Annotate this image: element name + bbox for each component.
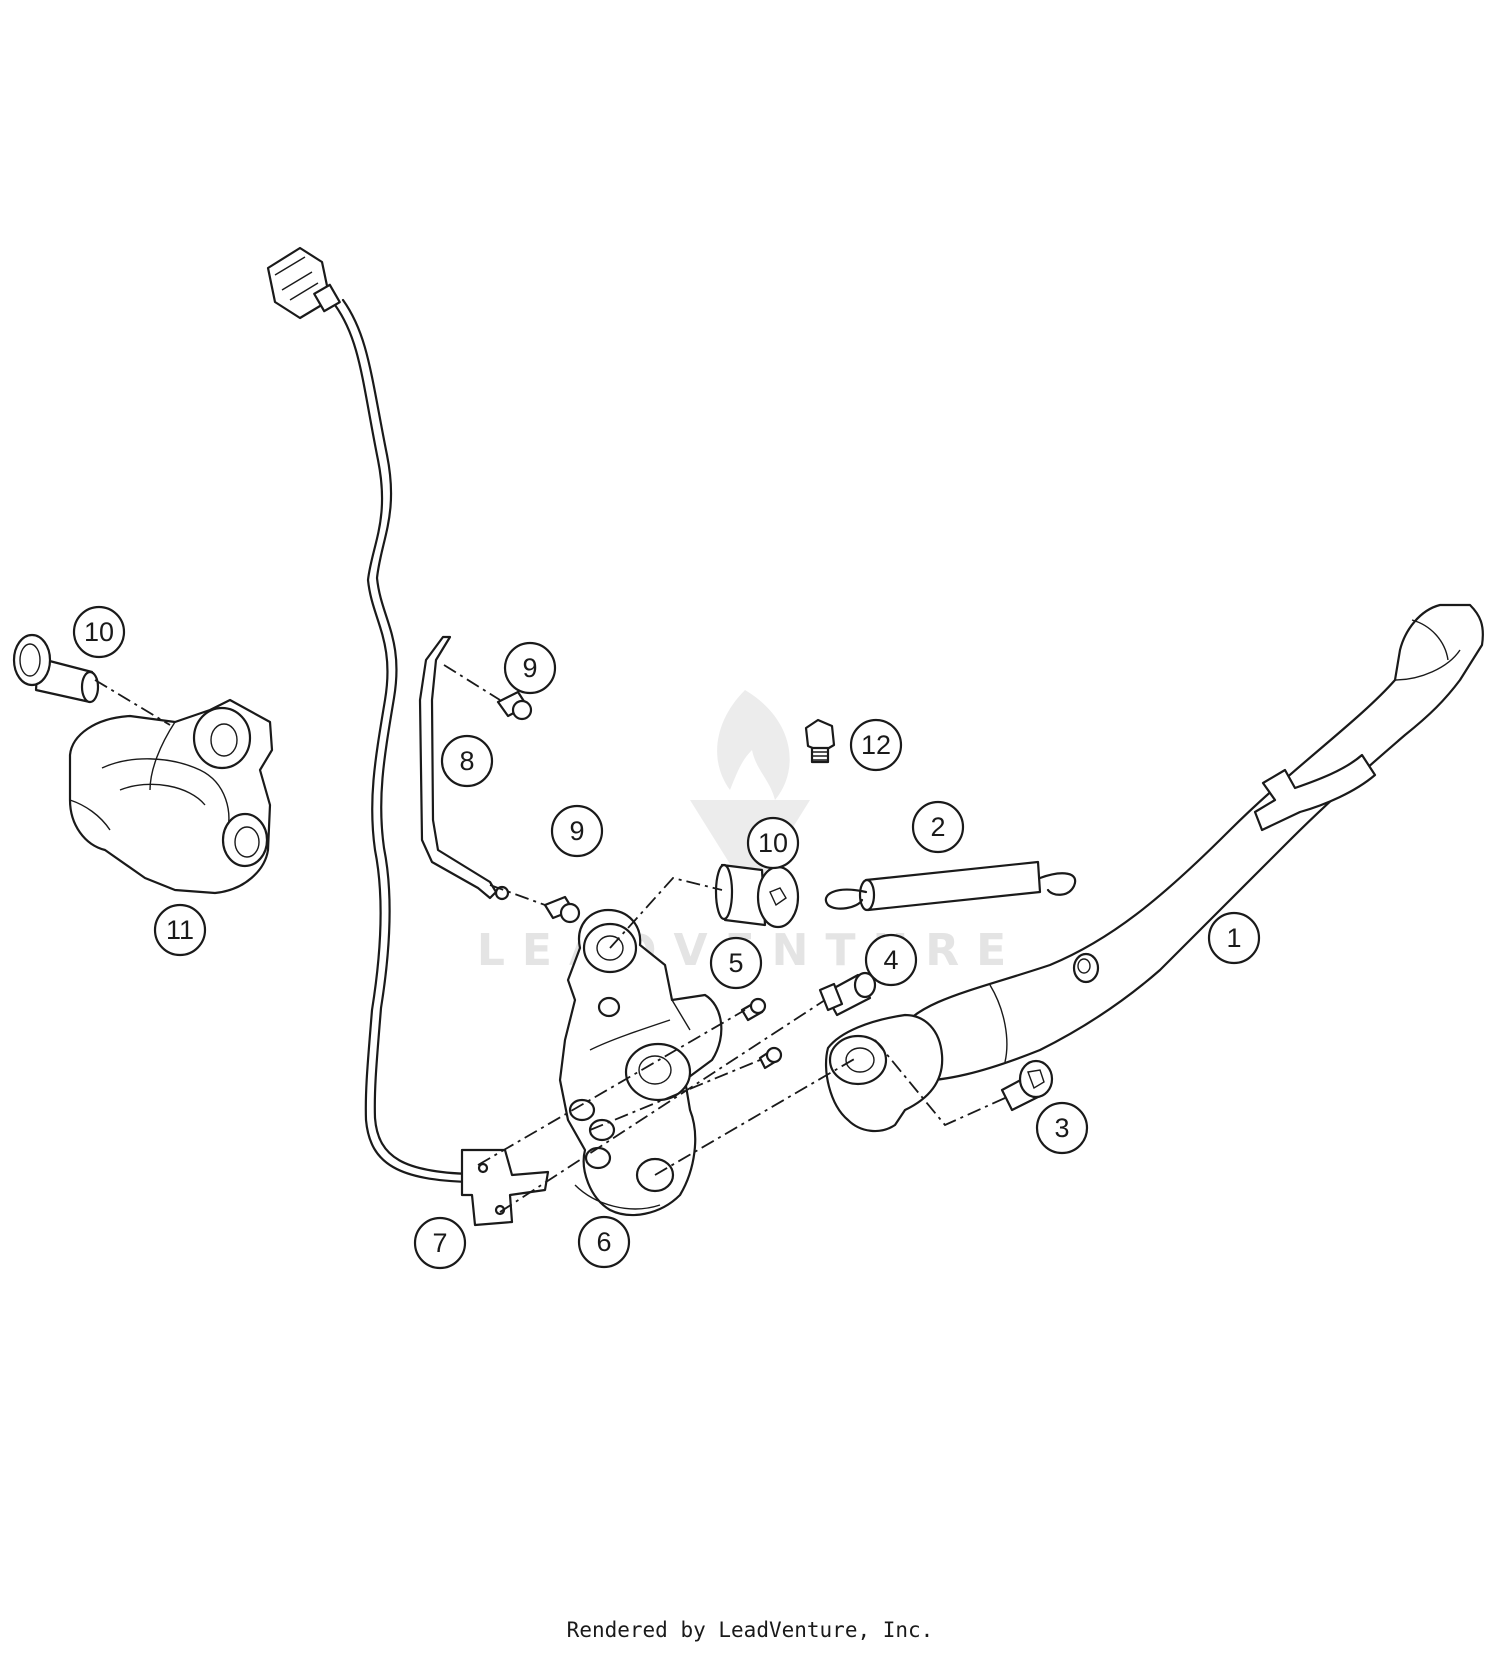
part-2-spring bbox=[824, 860, 1077, 912]
part-9-screw-lower bbox=[543, 895, 581, 924]
part-5-screw-lower bbox=[758, 1046, 783, 1070]
callout-9-lower[interactable]: 9 bbox=[550, 804, 604, 858]
callout-10-left[interactable]: 10 bbox=[72, 605, 126, 659]
part-10-bolt-center bbox=[714, 863, 800, 929]
callout-3[interactable]: 3 bbox=[1035, 1101, 1089, 1155]
callout-9-upper[interactable]: 9 bbox=[503, 641, 557, 695]
svg-text:9: 9 bbox=[569, 816, 584, 846]
callout-7[interactable]: 7 bbox=[413, 1216, 467, 1270]
part-12-nut bbox=[804, 718, 836, 764]
svg-text:8: 8 bbox=[459, 746, 474, 776]
cable-connector bbox=[266, 246, 341, 320]
part-5-screw-upper bbox=[740, 997, 767, 1022]
svg-text:4: 4 bbox=[883, 945, 898, 975]
svg-text:10: 10 bbox=[758, 828, 788, 858]
callout-4[interactable]: 4 bbox=[864, 933, 918, 987]
callout-1[interactable]: 1 bbox=[1207, 911, 1261, 965]
part-10-bolt-left bbox=[12, 633, 100, 704]
callout-11[interactable]: 11 bbox=[153, 903, 207, 957]
part-3-bolt bbox=[1000, 1059, 1054, 1112]
callout-8[interactable]: 8 bbox=[440, 734, 494, 788]
callout-2[interactable]: 2 bbox=[911, 800, 965, 854]
callout-12[interactable]: 12 bbox=[849, 718, 903, 772]
part-8-bracket bbox=[418, 635, 510, 901]
svg-text:6: 6 bbox=[596, 1227, 611, 1257]
callout-6[interactable]: 6 bbox=[577, 1215, 631, 1269]
svg-text:10: 10 bbox=[84, 617, 114, 647]
svg-text:7: 7 bbox=[432, 1228, 447, 1258]
part-4-stud bbox=[818, 971, 877, 1017]
svg-text:2: 2 bbox=[930, 812, 945, 842]
watermark-flame-icon bbox=[717, 690, 790, 800]
svg-text:3: 3 bbox=[1054, 1113, 1069, 1143]
svg-text:5: 5 bbox=[728, 948, 743, 978]
svg-text:12: 12 bbox=[861, 730, 891, 760]
part-11-cover bbox=[68, 698, 274, 895]
credit-text: Rendered by LeadVenture, Inc. bbox=[566, 1618, 934, 1642]
sensor-cable bbox=[266, 246, 472, 1184]
part-7-switch-bracket bbox=[460, 1148, 550, 1227]
leader-lines bbox=[94, 664, 1006, 1213]
part-1-pivot-sleeve bbox=[824, 1013, 944, 1133]
part-1-side-stand bbox=[898, 603, 1484, 1083]
svg-text:9: 9 bbox=[522, 653, 537, 683]
svg-text:1: 1 bbox=[1226, 923, 1241, 953]
svg-text:11: 11 bbox=[166, 915, 194, 945]
part-9-screw-upper bbox=[496, 690, 533, 721]
part-6-stand-bracket bbox=[558, 908, 723, 1217]
callout-10-center[interactable]: 10 bbox=[746, 816, 800, 870]
callout-5[interactable]: 5 bbox=[709, 936, 763, 990]
